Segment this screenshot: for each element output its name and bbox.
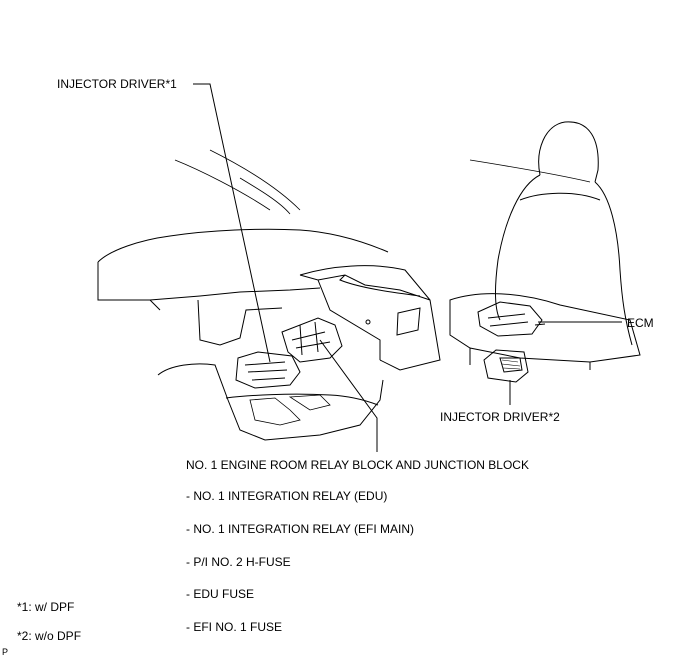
floor-outline [157,363,384,441]
ecm-unit [477,301,546,337]
corner-mark: P [2,647,9,657]
label-injector-driver-2: INJECTOR DRIVER*2 [440,410,560,424]
relay-item: - P/I NO. 2 H-FUSE [186,555,291,569]
seat-headrest [538,121,599,183]
windshield-lines [174,149,301,215]
dashboard-lower [149,299,283,346]
leader-relay-block [319,339,378,452]
floor-mat [249,394,331,426]
console-panel [396,307,421,336]
label-injector-driver-1: INJECTOR DRIVER*1 [57,77,177,91]
relay-item: - EDU FUSE [186,587,255,601]
relay-block-unit [281,317,343,363]
relay-item: - NO. 1 INTEGRATION RELAY (EDU) [186,489,388,503]
pillar-line [469,159,591,183]
seat-cushion [449,293,641,370]
console-knob [365,319,371,325]
relay-item: - NO. 1 INTEGRATION RELAY (EFI MAIN) [186,522,415,536]
injector-driver-1-unit [235,351,301,389]
dashboard-outline [97,228,389,301]
relay-item: - EFI NO. 1 FUSE [186,620,283,634]
leader-injector-driver-1 [193,83,271,363]
injector-driver-2-unit [483,349,529,383]
seat-back [495,174,633,346]
label-ecm: ECM [627,316,654,330]
footnote-1: *1: w/ DPF [17,600,75,614]
center-console [299,265,441,371]
label-relay-block: NO. 1 ENGINE ROOM RELAY BLOCK AND JUNCTI… [186,458,529,472]
footnote-2: *2: w/o DPF [17,629,82,643]
